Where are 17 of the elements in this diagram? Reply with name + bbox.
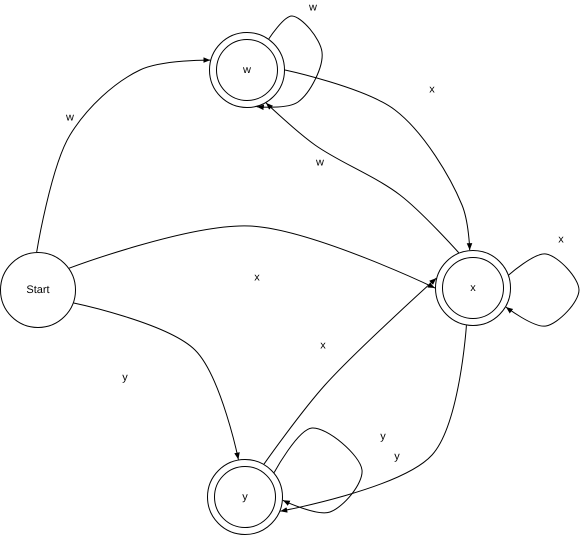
state-label: w xyxy=(243,64,251,76)
edge-label: y xyxy=(378,430,388,444)
state-label: Start xyxy=(26,284,50,296)
arrow xyxy=(73,302,240,460)
edge-label: y xyxy=(392,450,402,464)
arrow xyxy=(284,70,472,251)
arrow xyxy=(505,254,580,327)
arrow xyxy=(264,278,437,465)
arrow xyxy=(280,324,467,513)
arrow xyxy=(36,57,211,253)
arrow xyxy=(68,226,436,288)
arrow xyxy=(266,102,460,254)
edge-label: y xyxy=(120,372,130,384)
state-label: y xyxy=(242,491,248,503)
arrow xyxy=(274,428,362,514)
state-label: x xyxy=(470,282,476,294)
arrow xyxy=(256,16,323,110)
